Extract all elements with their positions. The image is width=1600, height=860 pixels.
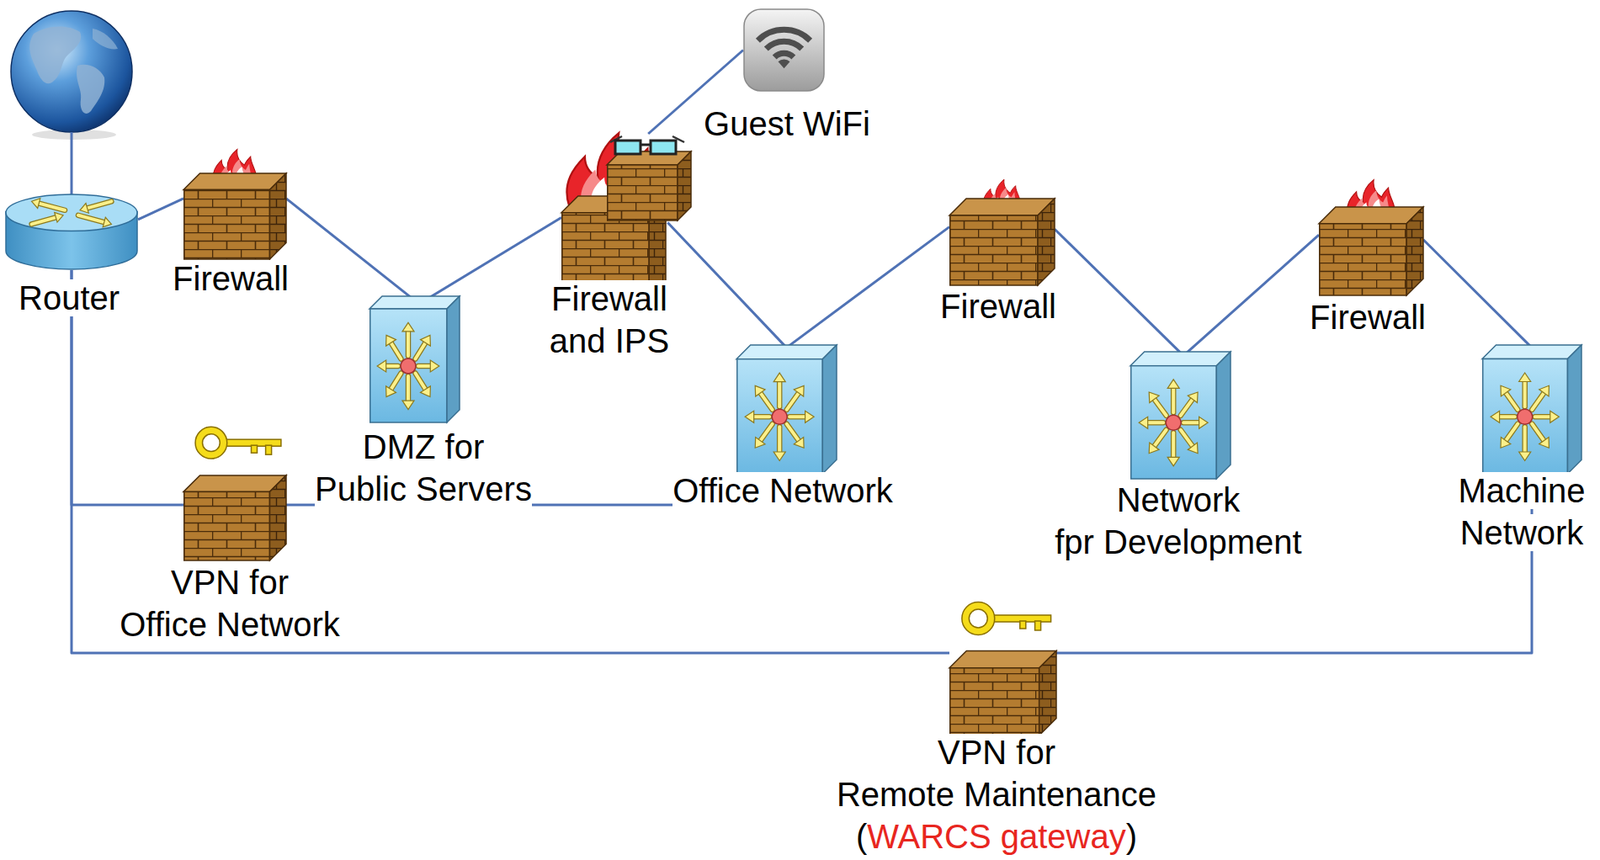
node-label-text: Machine Network xyxy=(1457,472,1585,552)
node-sublabel-text: WARCS gateway xyxy=(866,818,1127,856)
globe-illustration xyxy=(0,0,169,202)
wrap-spacer xyxy=(1108,731,1164,766)
node-sublabel-text: ) xyxy=(1126,818,1138,856)
firewall-icon xyxy=(949,178,1055,287)
network-node: Firewall xyxy=(1318,178,1424,297)
network-link xyxy=(786,227,951,349)
node-label-text: VPN for Office Network xyxy=(119,563,341,644)
switch-icon xyxy=(369,296,460,424)
network-node: DMZ for Public Servers xyxy=(369,296,460,424)
node-label: Office Network xyxy=(672,469,894,512)
switch-icon xyxy=(736,345,837,475)
wrap-spacer xyxy=(1047,478,1099,513)
network-link xyxy=(71,270,950,654)
network-link xyxy=(286,198,420,304)
node-label-text: VPN for Remote Maintenance xyxy=(836,733,1157,814)
network-node: Machine Network xyxy=(1482,345,1582,475)
vpn-gateway-icon xyxy=(949,589,1057,737)
network-link xyxy=(1183,234,1319,356)
network-node: Firewall xyxy=(183,148,287,261)
network-link xyxy=(138,198,184,220)
node-label-text: Firewall xyxy=(940,287,1057,325)
label-line: (WARCS gateway) xyxy=(830,815,1164,858)
network-node: Guest WiFi xyxy=(743,8,825,92)
node-label: Firewall and IPS xyxy=(542,277,677,362)
wrap-spacer xyxy=(830,731,886,766)
firewall-icon xyxy=(183,148,287,261)
node-label-text: Firewall xyxy=(1309,298,1426,336)
node-label-text: Guest WiFi xyxy=(703,105,871,143)
network-link xyxy=(1423,239,1532,348)
wrap-spacer xyxy=(106,561,144,596)
router-icon xyxy=(5,193,139,271)
switch-icon xyxy=(1130,351,1231,480)
firewall-ips-icon xyxy=(561,130,692,298)
node-label: VPN for Remote Maintenance(WARCS gateway… xyxy=(830,731,1164,858)
node-sublabel-text: ( xyxy=(855,818,867,856)
node-label: Router xyxy=(18,276,120,319)
network-node: Firewall and IPS xyxy=(561,130,692,298)
network-link xyxy=(1054,228,1184,356)
node-label-text: Firewall and IPS xyxy=(549,280,670,360)
wifi-icon xyxy=(743,8,825,92)
wrap-spacer xyxy=(301,425,335,460)
node-label: Firewall xyxy=(940,285,1057,328)
vpn-gateway-icon xyxy=(183,413,287,562)
wrap-spacer xyxy=(1258,478,1309,513)
node-label: Guest WiFi xyxy=(703,102,871,145)
network-node: Office Network xyxy=(736,345,837,475)
node-label: Network fpr Development xyxy=(1047,478,1309,564)
network-link xyxy=(667,223,787,349)
node-label-text: Network fpr Development xyxy=(1054,481,1302,561)
network-node: VPN for Office Network xyxy=(183,413,287,562)
node-label-text: DMZ for Public Servers xyxy=(314,428,532,508)
node-label: DMZ for Public Servers xyxy=(301,425,546,511)
node-label-text: Office Network xyxy=(672,472,894,510)
network-node: VPN for Remote Maintenance(WARCS gateway… xyxy=(949,589,1057,737)
wrap-spacer xyxy=(316,561,355,596)
node-label: Firewall xyxy=(172,257,289,300)
node-label: VPN for Office Network xyxy=(106,561,355,646)
network-node: Network fpr Development xyxy=(1130,351,1231,480)
network-link xyxy=(419,217,562,305)
node-label-text: Router xyxy=(18,279,120,317)
node-label-text: Firewall xyxy=(172,260,289,298)
network-node: Router xyxy=(5,193,139,271)
network-node: Firewall xyxy=(949,178,1055,287)
wrap-spacer xyxy=(511,425,546,460)
node-label: Firewall xyxy=(1309,296,1426,339)
firewall-icon xyxy=(1318,178,1424,297)
switch-icon xyxy=(1482,345,1582,475)
node-label: Machine Network xyxy=(1450,469,1594,554)
